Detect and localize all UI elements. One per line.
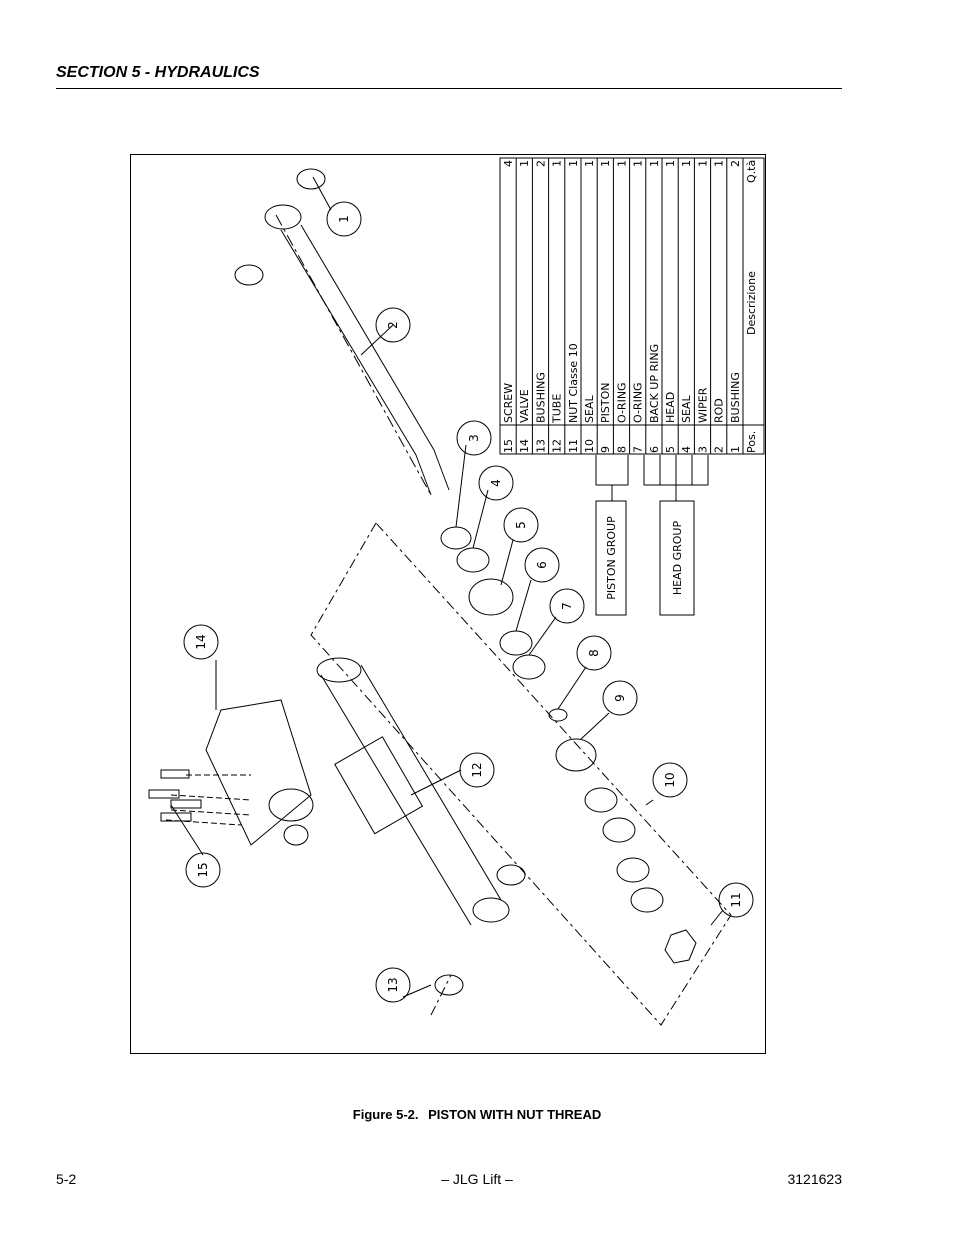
parts-table-header-col_desc: Descrizione <box>745 271 758 335</box>
callout-15: 15 <box>196 862 210 877</box>
parts-row-qty: 1 <box>664 160 677 167</box>
parts-row-qty: 1 <box>567 160 580 167</box>
callout-5: 5 <box>514 521 528 529</box>
parts-row-qty: 1 <box>648 160 661 167</box>
callout-6: 6 <box>535 561 549 569</box>
parts-row-desc: VALVE <box>518 389 531 423</box>
parts-row-desc: O-RING <box>632 382 645 423</box>
parts-row-qty: 1 <box>632 160 645 167</box>
figure-caption: Figure 5-2. PISTON WITH NUT THREAD <box>0 1107 954 1122</box>
rod-assembly <box>234 168 450 496</box>
parts-row-pos: 6 <box>648 446 661 453</box>
parts-row-qty: 1 <box>518 160 531 167</box>
callout-8: 8 <box>587 649 601 657</box>
callout-circle <box>326 201 362 237</box>
parts-table-header-col_pos: Pos. <box>745 431 758 453</box>
piston-group-box <box>595 500 627 616</box>
piston-group-label: PISTON GROUP <box>605 516 618 600</box>
parts-row-pos: 2 <box>713 446 726 453</box>
parts-row-desc: SEAL <box>680 395 693 423</box>
footer-brand: – JLG Lift – <box>441 1171 513 1187</box>
header-rule <box>56 88 842 89</box>
callout-10: 10 <box>663 772 677 787</box>
parts-row-pos: 15 <box>502 439 515 453</box>
parts-row-desc: HEAD <box>664 392 677 423</box>
parts-row-pos: 8 <box>615 446 628 453</box>
parts-row-desc: SCREW <box>502 383 515 423</box>
parts-row-qty: 1 <box>599 160 612 167</box>
parts-table-frame <box>499 157 765 455</box>
parts-row-pos: 10 <box>583 439 596 453</box>
group-brackets <box>595 455 709 501</box>
parts-row-qty: 1 <box>713 160 726 167</box>
parts-row-desc: TUBE <box>551 394 564 424</box>
parts-row-qty: 1 <box>551 160 564 167</box>
parts-row-desc: WIPER <box>696 387 709 423</box>
callout-14: 14 <box>194 634 208 649</box>
parts-row-qty: 2 <box>729 160 742 167</box>
parts-row-qty: 4 <box>502 160 515 167</box>
callout-7: 7 <box>560 602 574 610</box>
callout-13: 13 <box>386 977 400 992</box>
parts-table-header-col_qty: Q.tà <box>745 160 758 183</box>
parts-row-qty: 2 <box>534 160 547 167</box>
parts-row-desc: PISTON <box>599 383 612 423</box>
head-group-label: HEAD GROUP <box>671 521 684 596</box>
parts-row-desc: SEAL <box>583 395 596 423</box>
callout-4: 4 <box>489 479 503 487</box>
parts-row-qty: 1 <box>696 160 709 167</box>
parts-row-desc: ROD <box>713 398 726 423</box>
parts-row-qty: 1 <box>680 160 693 167</box>
parts-row-qty: 1 <box>615 160 628 167</box>
callout-12: 12 <box>470 762 484 777</box>
parts-row-pos: 7 <box>632 446 645 453</box>
parts-row-pos: 13 <box>534 439 547 453</box>
parts-row-qty: 1 <box>583 160 596 167</box>
callout-9: 9 <box>613 694 627 702</box>
figure-number: Figure 5-2. <box>352 1107 419 1122</box>
doc-number: 3121623 <box>787 1171 842 1187</box>
seal-stack <box>440 526 697 964</box>
parts-row-pos: 3 <box>696 446 709 453</box>
parts-row-pos: 9 <box>599 446 612 453</box>
callout-leaders <box>170 176 724 998</box>
valve <box>148 699 314 846</box>
parts-row-desc: O-RING <box>615 382 628 423</box>
parts-row-desc: BUSHING <box>729 372 742 423</box>
section-header: SECTION 5 - HYDRAULICS <box>56 64 260 81</box>
figure-title: PISTON WITH NUT THREAD <box>428 1107 602 1122</box>
parts-row-pos: 14 <box>518 439 531 453</box>
parts-row-pos: 11 <box>567 439 580 453</box>
parts-row-desc: BACK UP RING <box>648 344 661 423</box>
parts-row-desc: NUT Classe 10 <box>567 343 580 423</box>
callout-1: 1 <box>337 215 351 223</box>
head-group-box <box>659 500 695 616</box>
parts-row-pos: 1 <box>729 446 742 453</box>
parts-row-pos: 4 <box>680 446 693 453</box>
callout-2: 2 <box>386 321 400 329</box>
tube <box>316 657 526 1016</box>
parts-row-pos: 12 <box>551 439 564 453</box>
parts-row-desc: BUSHING <box>534 372 547 423</box>
page-number: 5-2 <box>56 1171 77 1187</box>
callout-3: 3 <box>467 434 481 442</box>
parts-row-pos: 5 <box>664 446 677 453</box>
callout-11: 11 <box>729 892 743 907</box>
